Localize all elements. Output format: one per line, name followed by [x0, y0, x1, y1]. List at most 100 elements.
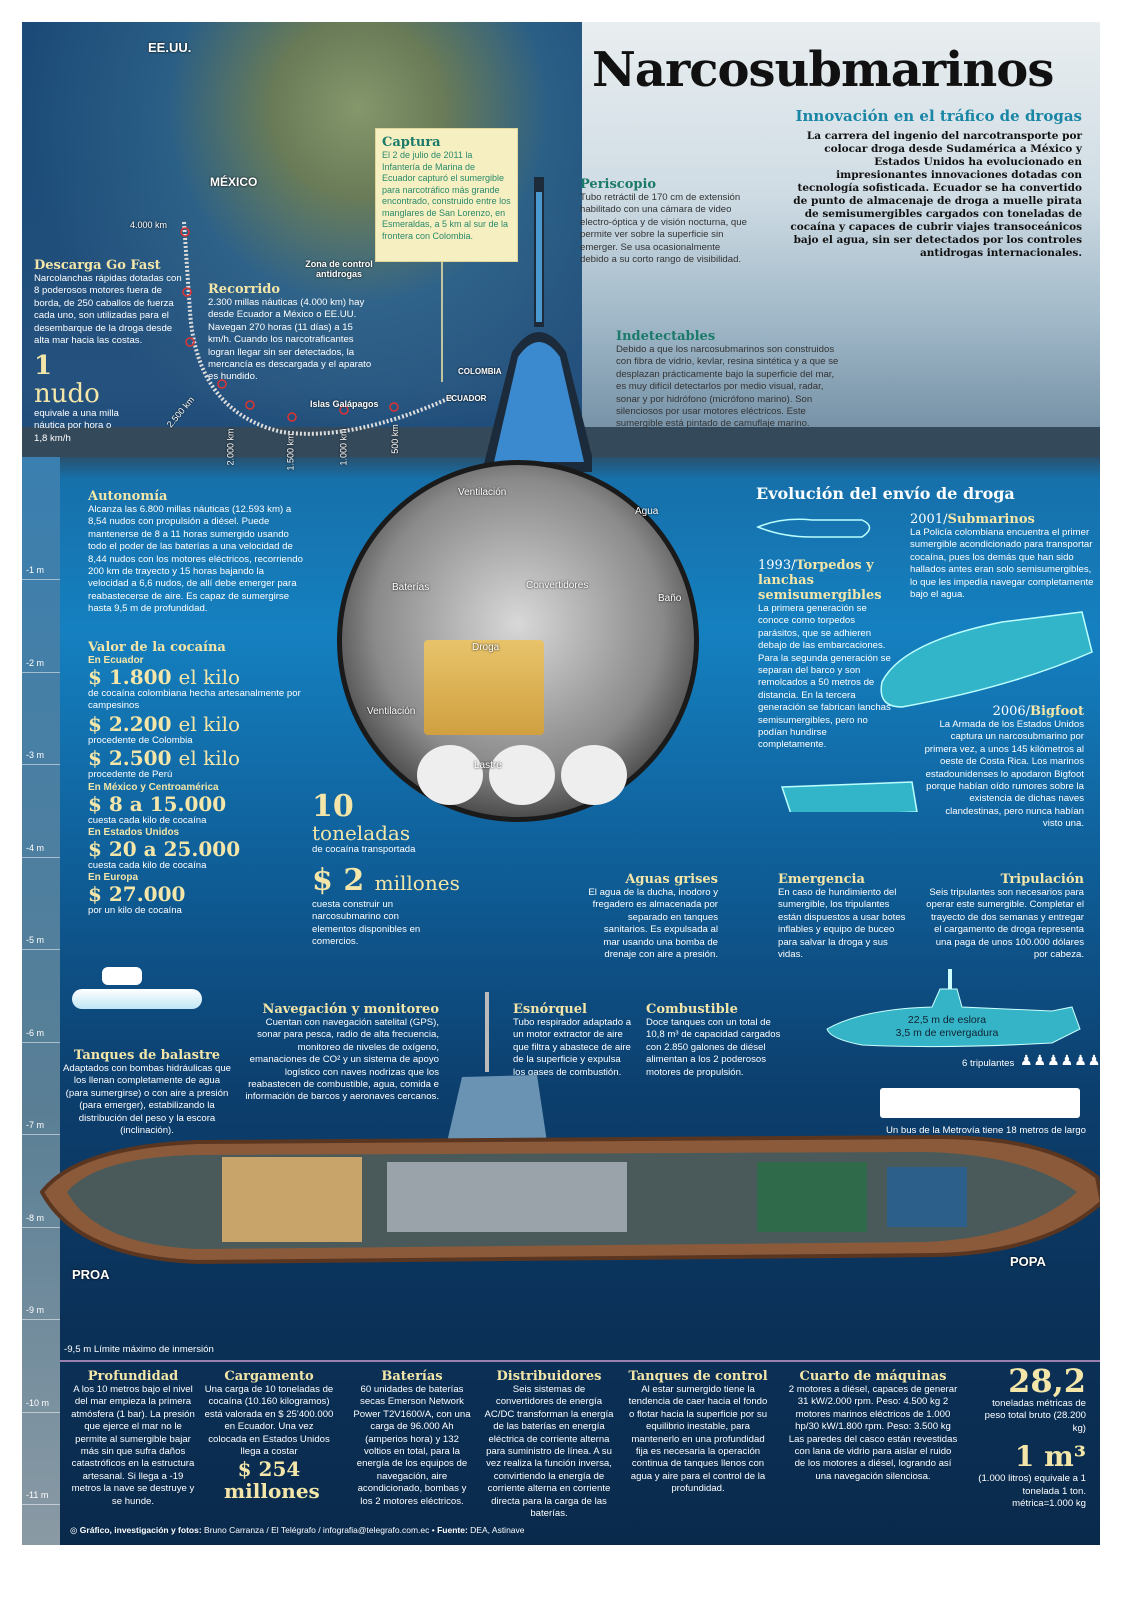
periscopio-block: Periscopio Tubo retráctil de 170 cm de e… — [580, 177, 750, 266]
evolucion-1993: 1993/Torpedos y lanchas semisumergibles … — [758, 558, 893, 752]
profundidad-title: Profundidad — [87, 1369, 179, 1384]
indetectables-title: Indetectables — [616, 329, 716, 344]
cargamento-block: Cargamento Una carga de 10 toneladas de … — [204, 1369, 334, 1502]
distance-1000: 1.000 km — [338, 428, 349, 466]
depth-tick-line — [22, 949, 60, 950]
depth-tick-label: -5 m — [26, 935, 44, 945]
valor-price: $ 27.000 — [88, 882, 186, 907]
valor-price: $ 8 a 15.000 — [88, 791, 227, 816]
distribuidores-title: Distribuidores — [496, 1369, 602, 1384]
aguas-block: Aguas grises El agua de la ducha, inodor… — [588, 872, 718, 961]
indetectables-block: Indetectables Debido a que los narcosubm… — [616, 329, 846, 431]
depth-limit-line — [60, 1360, 1100, 1362]
name-1993: Torpedos y lanchas semisumergibles — [758, 558, 882, 603]
map-label-galapagos: Islas Galápagos — [310, 399, 379, 409]
esnorquel-title: Esnórquel — [513, 1002, 587, 1017]
depth-tick-label: -11 m — [26, 1490, 49, 1500]
evolucion-title: Evolución del envío de droga — [756, 484, 1015, 503]
maquinas-block: Cuarto de máquinas 2 motores a diésel, c… — [788, 1369, 958, 1483]
cargamento-title: Cargamento — [224, 1369, 314, 1384]
interior-cutaway-circle — [337, 460, 699, 822]
peso-desc: toneladas métricas de peso total bruto (… — [984, 1398, 1086, 1434]
valor-price: $ 2.500 — [88, 746, 172, 771]
circle-label-ventilacion-2: Ventilación — [367, 706, 416, 717]
volumen-number: 1 m³ — [1014, 1440, 1086, 1474]
esnorquel-body: Tubo respirador adaptado a un motor extr… — [513, 1017, 632, 1078]
map-label-zona: Zona de control antidrogas — [305, 259, 373, 279]
distance-1500: 1.500 km — [285, 433, 296, 471]
baterias-block: Baterías 60 unidades de baterías secas E… — [352, 1369, 472, 1508]
footer-source: DEA, Astinave — [470, 1525, 525, 1535]
maquinas-title: Cuarto de máquinas — [799, 1369, 947, 1384]
distribuidores-body: Seis sistemas de convertidores de energí… — [484, 1384, 614, 1520]
torpedo-outline — [756, 518, 871, 538]
gofast-body: Narcolanchas rápidas dotadas con 8 poder… — [34, 273, 182, 347]
map-label-colombia: COLOMBIA — [458, 367, 502, 376]
name-2001: Submarinos — [947, 512, 1035, 527]
crew-icons: ♟♟♟♟♟♟ — [1020, 1052, 1100, 1068]
depth-tick-line — [22, 856, 60, 858]
bus-caption: Un bus de la Metrovía tiene 18 metros de… — [886, 1125, 1086, 1136]
depth-tick-line — [22, 1041, 60, 1043]
depth-tick-line — [22, 1319, 60, 1320]
valor-region: En Estados Unidos — [88, 827, 180, 839]
recorrido-title: Recorrido — [208, 282, 281, 297]
periscopio-title: Periscopio — [580, 177, 657, 192]
depth-tick-label: -2 m — [26, 657, 44, 668]
valor-region: En México y Centroamérica — [88, 781, 219, 793]
year-2001: 2001/ — [910, 512, 948, 527]
depth-tick-label: -6 m — [26, 1027, 44, 1038]
depth-tick-label: -1 m — [26, 565, 44, 575]
circle-label-lastre: Lastre — [474, 760, 502, 771]
sky-background — [582, 22, 1100, 452]
autonomia-title: Autonomía — [88, 489, 168, 504]
distance-2000: 2.000 km — [225, 428, 236, 466]
depth-tick-line — [22, 671, 60, 673]
valor-block: Valor de la cocaína En Ecuador$ 1.800 el… — [88, 640, 308, 918]
recorrido-block: Recorrido 2.300 millas náuticas (4.000 k… — [208, 282, 378, 384]
balastre-block: Tanques de balastre Adaptados con bombas… — [62, 1048, 232, 1137]
distance-4000: 4.000 km — [130, 220, 168, 230]
circle-label-droga: Droga — [472, 642, 500, 653]
cargamento-value: $ 254 millones — [224, 1457, 320, 1504]
costo-number: $ 2 — [312, 863, 365, 898]
nudo-body: equivale a una milla náutica por hora o … — [34, 408, 119, 444]
page-title: Narcosubmarinos — [592, 42, 1054, 98]
tripulacion-body: Seis tripulantes son necesarios para ope… — [926, 887, 1084, 961]
circle-label-agua: Agua — [635, 506, 659, 517]
depth-tick-label: -8 m — [26, 1212, 44, 1223]
captura-box: Captura El 2 de julio de 2011 la Infante… — [375, 128, 518, 262]
depth-limit-label: -9,5 m Límite máximo de inmersión — [64, 1344, 214, 1355]
balastre-title: Tanques de balastre — [73, 1048, 221, 1063]
evolucion-2006: 2006/Bigfoot La Armada de los Estados Un… — [924, 704, 1084, 831]
tripulacion-title: Tripulación — [1000, 872, 1084, 887]
drug-packages — [424, 640, 544, 735]
costo-unit: millones — [374, 871, 460, 895]
footer-credit-label: Gráfico, investigación y fotos: — [79, 1525, 202, 1535]
dimension-submarine — [826, 969, 1081, 1048]
combustible-title: Combustible — [646, 1002, 738, 1017]
combustible-block: Combustible Doce tanques con un total de… — [646, 1002, 786, 1079]
depth-tick-line — [22, 1226, 60, 1228]
esnorquel-block: Esnórquel Tubo respirador adaptado a un … — [513, 1002, 633, 1079]
peso-block: 28,2 toneladas métricas de peso total br… — [976, 1364, 1086, 1510]
baterias-title: Baterías — [381, 1369, 443, 1384]
control-block: Tanques de control Al estar sumergido ti… — [628, 1369, 768, 1496]
baterias-body: 60 unidades de baterías secas Emerson Ne… — [353, 1384, 471, 1507]
control-title: Tanques de control — [628, 1369, 768, 1384]
valor-item: En México y Centroamérica$ 8 a 15.000 cu… — [88, 782, 308, 827]
year-2006: 2006/ — [992, 704, 1031, 719]
depth-tick-label: -4 m — [26, 842, 44, 853]
valor-desc: de cocaína colombiana hecha artesanalmen… — [88, 688, 301, 712]
footer-logo-icon: ◎ — [70, 1525, 78, 1535]
gofast-title: Descarga Go Fast — [34, 258, 161, 273]
toneladas-number: 10 — [312, 789, 354, 824]
control-body: Al estar sumergido tiene la tendencia de… — [628, 1384, 768, 1495]
profundidad-block: Profundidad A los 10 metros bajo el nive… — [68, 1369, 198, 1508]
depth-ruler — [22, 457, 60, 1545]
tripulacion-block: Tripulación Seis tripulantes son necesar… — [924, 872, 1084, 961]
body-1993: La primera generación se conoce como tor… — [758, 603, 891, 751]
